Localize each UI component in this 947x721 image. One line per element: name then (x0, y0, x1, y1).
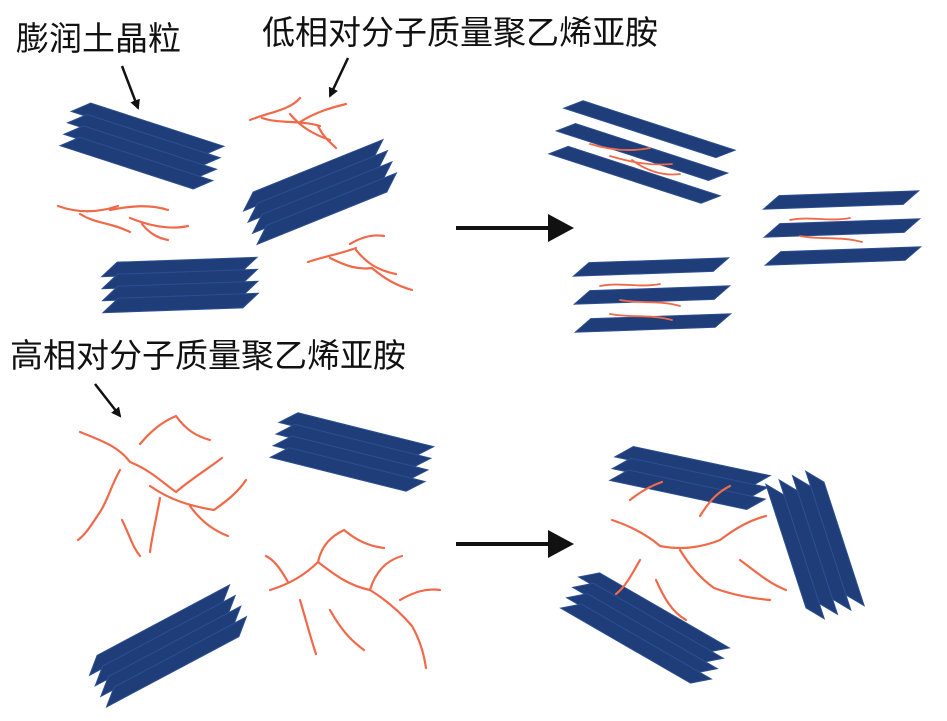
clay-stack-bottom-5 (766, 467, 864, 623)
clay-stack-bottom-1 (270, 409, 433, 495)
clay-plate (765, 247, 921, 265)
clay-pointer-arrow (122, 66, 138, 108)
clay-stack-top-2 (238, 140, 401, 245)
clay-plate (573, 258, 729, 276)
polymer-low-3 (308, 235, 412, 290)
bottom-arrowhead (548, 530, 574, 558)
low-polymer-pointer-arrow (330, 58, 348, 96)
clay-stack-bottom-4 (561, 565, 730, 691)
polymer-low-2 (58, 206, 188, 240)
clay-stack-top-1 (60, 98, 224, 194)
polymer-high-1 (78, 416, 246, 556)
clay-stack-top-5 (573, 258, 731, 332)
clay-stack-top-4 (549, 96, 735, 208)
clay-stack-bottom-2 (83, 585, 253, 707)
clay-stack-bottom-3 (610, 443, 770, 513)
clay-plate (764, 219, 920, 237)
polymer-low-1 (250, 98, 346, 148)
high-polymer-pointer-arrow (95, 384, 120, 416)
clay-stacks (60, 96, 921, 707)
clay-stack-top-3 (101, 257, 259, 312)
clay-plate (763, 191, 919, 209)
process-arrows (456, 214, 574, 558)
pointer-arrows (95, 58, 348, 416)
polymer-high-2 (266, 530, 440, 668)
clay-stack-top-6 (763, 191, 921, 265)
top-arrowhead (548, 214, 574, 242)
